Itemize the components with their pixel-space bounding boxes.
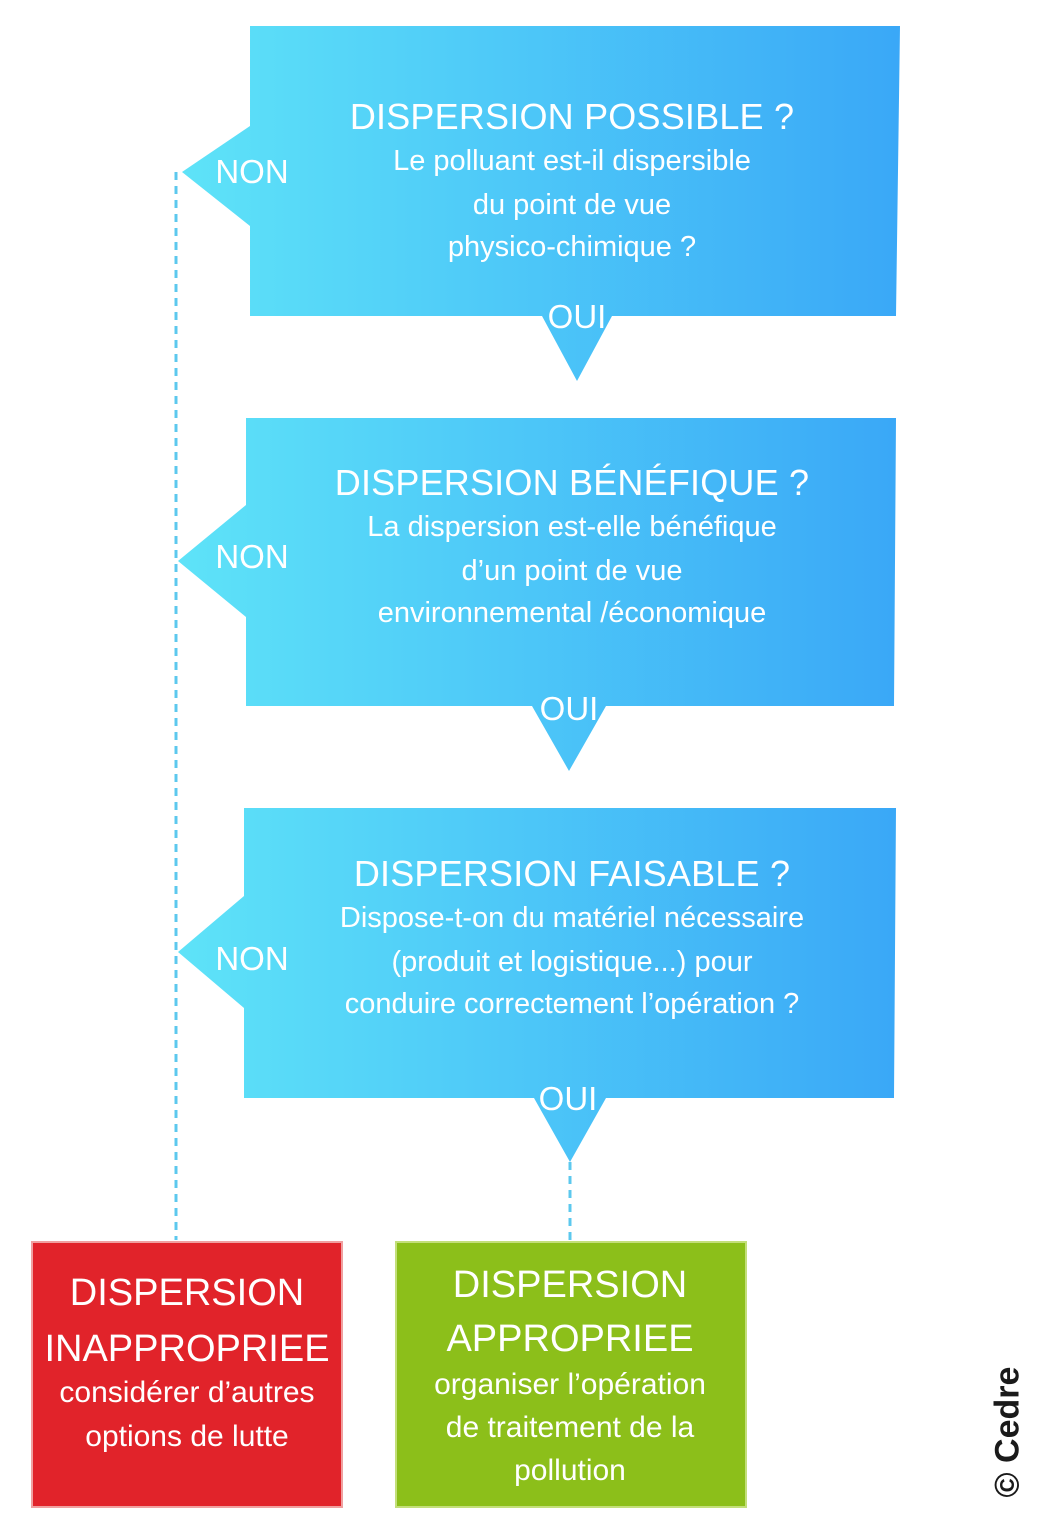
outcome-inappropriate-border: [31, 1241, 343, 1508]
outcome-appropriate-border: [395, 1241, 747, 1508]
step-1-shape: [182, 26, 900, 381]
step-3-shape: [178, 808, 896, 1162]
step-2-shape: [178, 418, 896, 771]
outcome-inappropriate-box: [32, 1242, 342, 1507]
outcome-appropriate-box: [396, 1242, 746, 1507]
